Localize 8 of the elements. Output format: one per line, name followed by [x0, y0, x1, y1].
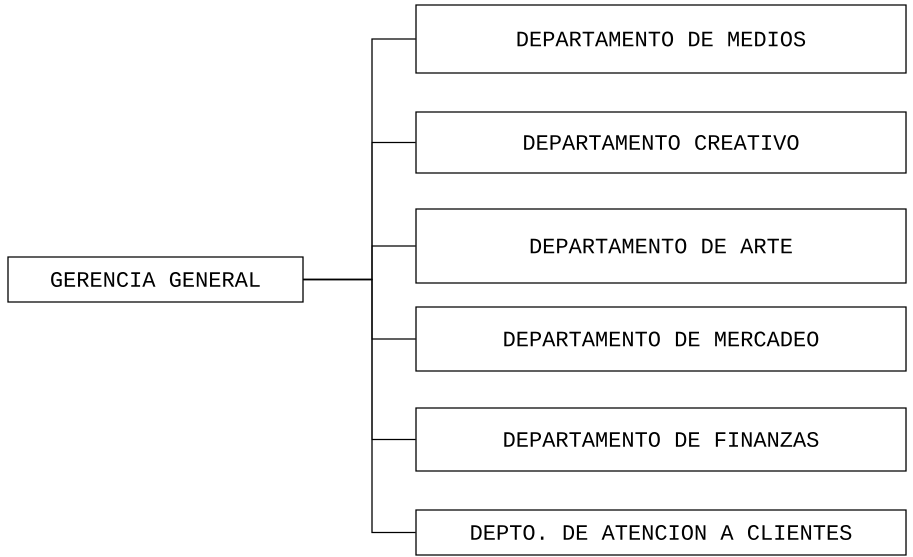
department-box: DEPARTAMENTO DE MERCADEO	[415, 306, 907, 372]
department-box: DEPARTAMENTO DE ARTE	[415, 208, 907, 284]
department-box: DEPARTAMENTO CREATIVO	[415, 111, 907, 174]
root-box: GERENCIA GENERAL	[7, 256, 304, 303]
department-box: DEPARTAMENTO DE FINANZAS	[415, 407, 907, 472]
department-box: DEPARTAMENTO DE MEDIOS	[415, 4, 907, 74]
department-box: DEPTO. DE ATENCION A CLIENTES	[415, 509, 907, 556]
connector	[304, 278, 416, 534]
